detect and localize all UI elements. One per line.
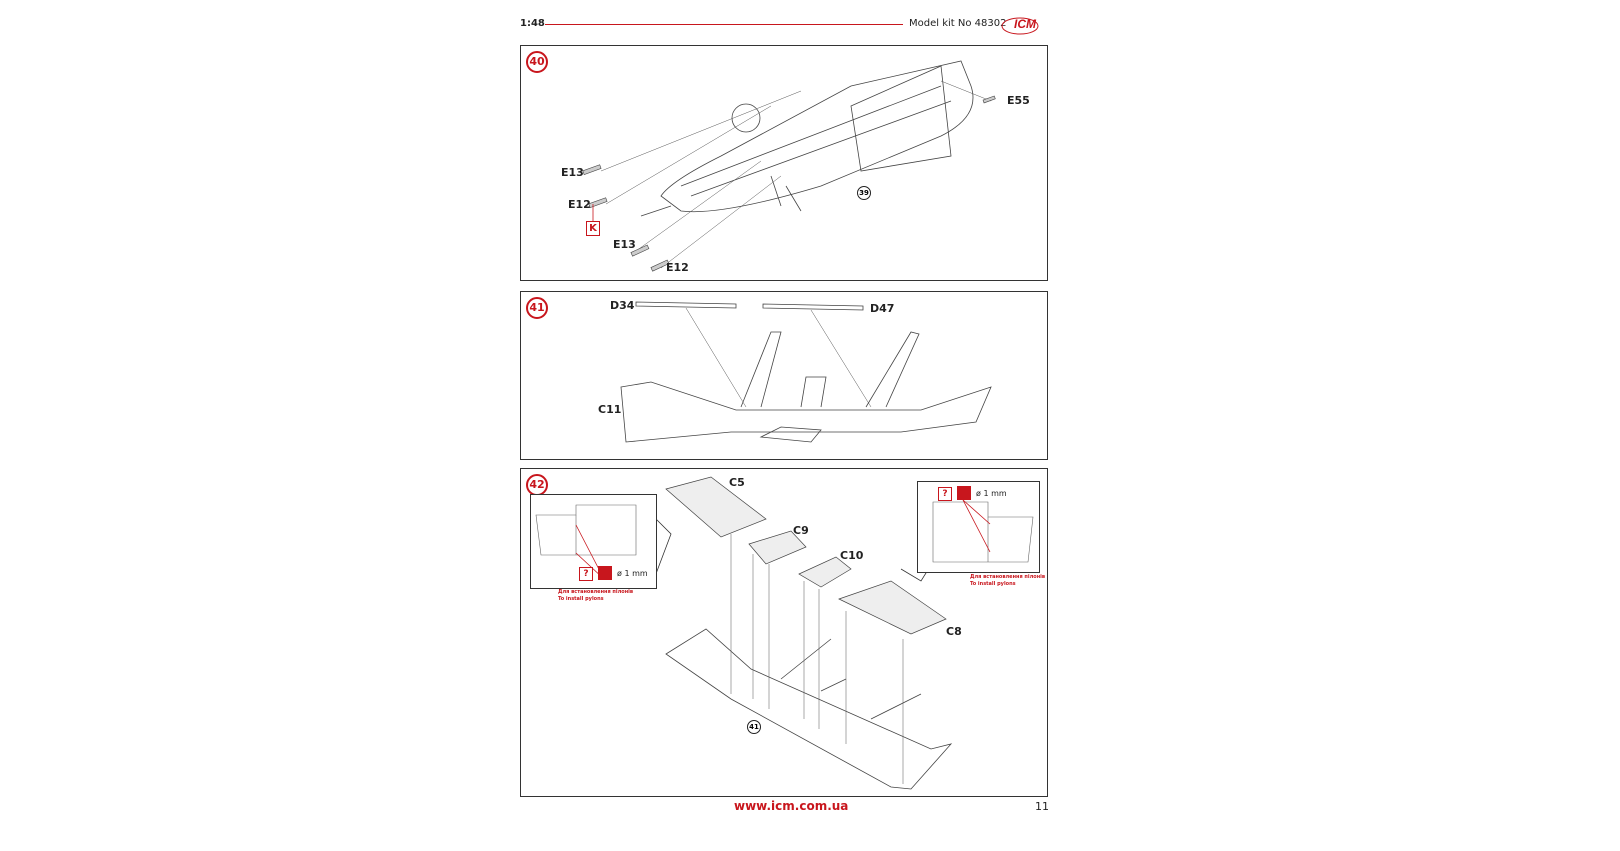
svg-text:ICM: ICM <box>1014 17 1037 31</box>
part-label-e12: E12 <box>568 198 591 211</box>
detail-inset-right: ? ø 1 mm <box>917 481 1040 573</box>
step-reference: 39 <box>857 186 871 200</box>
step-reference: 41 <box>747 720 761 734</box>
kit-number: Model kit No 48302 <box>909 18 1007 29</box>
part-label-c8: C8 <box>946 625 962 638</box>
drill-diameter: ø 1 mm <box>976 489 1007 498</box>
part-label-e55: E55 <box>1007 94 1030 107</box>
page-number: 11 <box>1035 800 1049 813</box>
question-icon: ? <box>579 567 593 581</box>
step-41-panel: 41 D34 D47 C11 <box>520 291 1048 460</box>
part-label-e12: E12 <box>666 261 689 274</box>
icm-logo: ICM <box>1000 14 1046 36</box>
note-ua: Для встановлення пілонів <box>970 574 1046 580</box>
note-en: To install pylons <box>558 596 604 602</box>
fuselage-drawing <box>582 60 996 272</box>
detail-inset-left: ? ø 1 mm <box>530 494 657 589</box>
note-en: To install pylons <box>970 581 1016 587</box>
drill-icon <box>957 486 971 500</box>
part-label-c10: C10 <box>840 549 864 562</box>
marker-k: K <box>586 221 600 236</box>
part-label-d34: D34 <box>610 299 635 312</box>
drill-icon <box>598 566 612 580</box>
wing-drawing <box>620 301 992 443</box>
part-label-e13: E13 <box>561 166 584 179</box>
step-number: 40 <box>526 51 548 73</box>
note-ua: Для встановлення пілонів <box>558 589 634 595</box>
part-label-c5: C5 <box>729 476 745 489</box>
flap-drawing <box>650 476 953 790</box>
part-label-e13: E13 <box>613 238 636 251</box>
website-link[interactable]: www.icm.com.ua <box>734 799 849 813</box>
header-rule <box>545 24 903 25</box>
step-40-panel: 40 E55 E13 E12 K E13 E12 39 <box>520 45 1048 281</box>
drill-diameter: ø 1 mm <box>617 569 648 578</box>
question-icon: ? <box>938 487 952 501</box>
scale-label: 1:48 <box>520 18 545 29</box>
part-label-d47: D47 <box>870 302 895 315</box>
part-label-c11: C11 <box>598 403 622 416</box>
step-number: 42 <box>526 474 548 496</box>
step-number: 41 <box>526 297 548 319</box>
part-label-c9: C9 <box>793 524 809 537</box>
